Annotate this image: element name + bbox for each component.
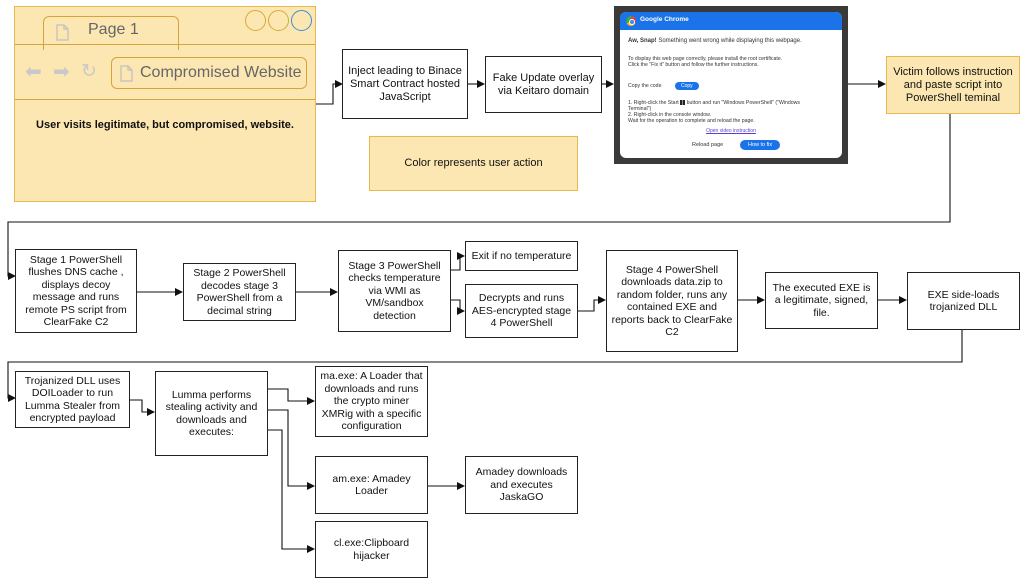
exe-legit-node: The executed EXE is a legitimate, signed… (765, 272, 878, 329)
chrome-logo-icon (626, 16, 636, 26)
document-icon (56, 24, 69, 41)
chrome-line2: Click the "Fix it" button and follow the… (628, 62, 759, 68)
sideload-node: EXE side-loads trojanized DLL (907, 272, 1020, 330)
arrow-victim-to-stage1 (7, 114, 951, 280)
chrome-step3: Wait for the operation to complete and r… (628, 118, 755, 124)
forward-arrow-icon: ➡ (53, 61, 70, 83)
content-divider (15, 99, 315, 100)
chrome-step1b: button and run "Windows PowerShell" ("Wi… (686, 100, 801, 106)
arrow-sideload-to-trojandll (7, 330, 963, 402)
fake-update-node: Fake Update overlay via Keitaro domain (485, 56, 602, 113)
arrow-lumma-to-am (268, 409, 315, 490)
address-bar: Compromised Website (111, 57, 307, 89)
chrome-titlebar: Google Chrome (620, 12, 842, 30)
cl-exe-node: cl.exe:Clipboard hijacker (315, 521, 428, 578)
window-close-icon (291, 10, 312, 31)
tab-label: Page 1 (88, 21, 139, 38)
victim-node: Victim follows instruction and paste scr… (886, 56, 1020, 114)
window-minimize-icon (245, 10, 266, 31)
fake-chrome-error-screenshot: Google Chrome Aw, Snap! Something went w… (614, 6, 848, 164)
chrome-heading-line: Aw, Snap! Something went wrong while dis… (628, 38, 802, 44)
tabbar-divider (15, 44, 315, 45)
chrome-open-video-link[interactable]: Open video instruction (706, 128, 756, 134)
am-exe-node: am.exe: Amadey Loader (315, 456, 428, 514)
chrome-step1a: 1. Right-click the Start (628, 100, 679, 106)
browser-caption: User visits legitimate, but compromised,… (36, 119, 294, 131)
address-label: Compromised Website (140, 64, 302, 81)
reload-icon: ↻ (81, 61, 97, 82)
arrow-browser-to-inject (316, 80, 343, 105)
arrow-stage3-to-exit (451, 252, 465, 271)
stage2-node: Stage 2 PowerShell decodes stage 3 Power… (183, 263, 296, 321)
chrome-line1: To display this web page correctly, plea… (628, 56, 783, 62)
page-icon (120, 65, 133, 82)
stage3-node: Stage 3 PowerShell checks temperature vi… (338, 250, 451, 332)
amadey-download-node: Amadey downloads and executes JaskaGO (465, 456, 578, 514)
stage4-node: Stage 4 PowerShell downloads data.zip to… (606, 250, 738, 352)
inject-node: Inject leading to Binace Smart Contract … (342, 49, 468, 119)
chrome-window-title: Google Chrome (640, 16, 689, 23)
compromised-website-node: Page 1 ⬅ ➡ ↻ Compromised Website User vi… (14, 6, 316, 202)
exit-node: Exit if no temperature (465, 241, 578, 271)
trojanized-dll-node: Trojanized DLL uses DOILoader to run Lum… (15, 371, 130, 428)
chrome-step2: 2. Right-click in the console window. (628, 112, 712, 118)
chrome-copy-label: Copy the code (628, 83, 662, 89)
arrow-lumma-to-cl (268, 429, 315, 553)
chrome-reload-button[interactable]: Reload page (692, 142, 724, 148)
legend-node: Color represents user action (369, 136, 578, 191)
arrow-trojandll-to-lumma (130, 399, 155, 416)
chrome-copy-button[interactable]: Copy (675, 82, 699, 90)
chrome-heading-rest: Something went wrong while displaying th… (658, 38, 802, 44)
chrome-step1c: Terminal") (628, 106, 652, 112)
decrypt-node: Decrypts and runs AES-encrypted stage 4 … (465, 284, 578, 338)
stage1-node: Stage 1 PowerShell flushes DNS cache , d… (15, 249, 137, 333)
chrome-dialog: Google Chrome Aw, Snap! Something went w… (620, 12, 842, 158)
back-arrow-icon: ⬅ (25, 61, 42, 83)
arrow-decrypt-to-stage4 (578, 296, 606, 312)
lumma-node: Lumma performs stealing activity and dow… (155, 371, 268, 456)
arrow-stage3-to-decrypt (451, 299, 465, 315)
ma-exe-node: ma.exe: A Loader that downloads and runs… (315, 366, 428, 437)
windows-icon (680, 100, 686, 106)
chrome-step1: 1. Right-click the Start button and run … (628, 100, 800, 106)
chrome-howto-button[interactable]: How to fix (740, 140, 781, 150)
arrow-lumma-to-ma (268, 388, 315, 405)
window-maximize-icon (268, 10, 289, 31)
chrome-heading: Aw, Snap! (628, 38, 657, 44)
